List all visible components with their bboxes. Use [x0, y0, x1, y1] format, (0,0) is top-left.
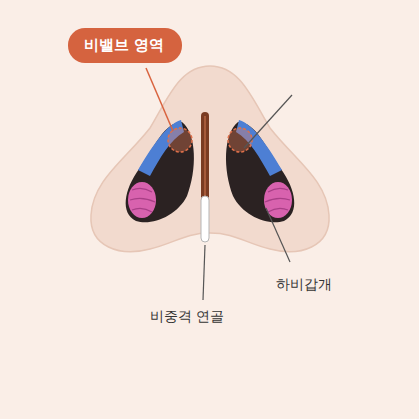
- part-label: 하비갑개: [276, 276, 332, 294]
- nostril: [126, 120, 194, 222]
- callout-box: 비밸브 영역: [68, 28, 182, 63]
- leader-line: [203, 245, 205, 300]
- part-label: 비중격 연골: [150, 308, 224, 326]
- callout-label: 비밸브 영역: [84, 36, 166, 55]
- septum-tip: [201, 196, 209, 242]
- nose-skin: [91, 66, 329, 252]
- leader-line: [146, 68, 173, 131]
- leader-line: [266, 208, 290, 262]
- septum-cartilage: [201, 112, 209, 202]
- nostril: [226, 120, 294, 222]
- leader-line: [244, 95, 292, 148]
